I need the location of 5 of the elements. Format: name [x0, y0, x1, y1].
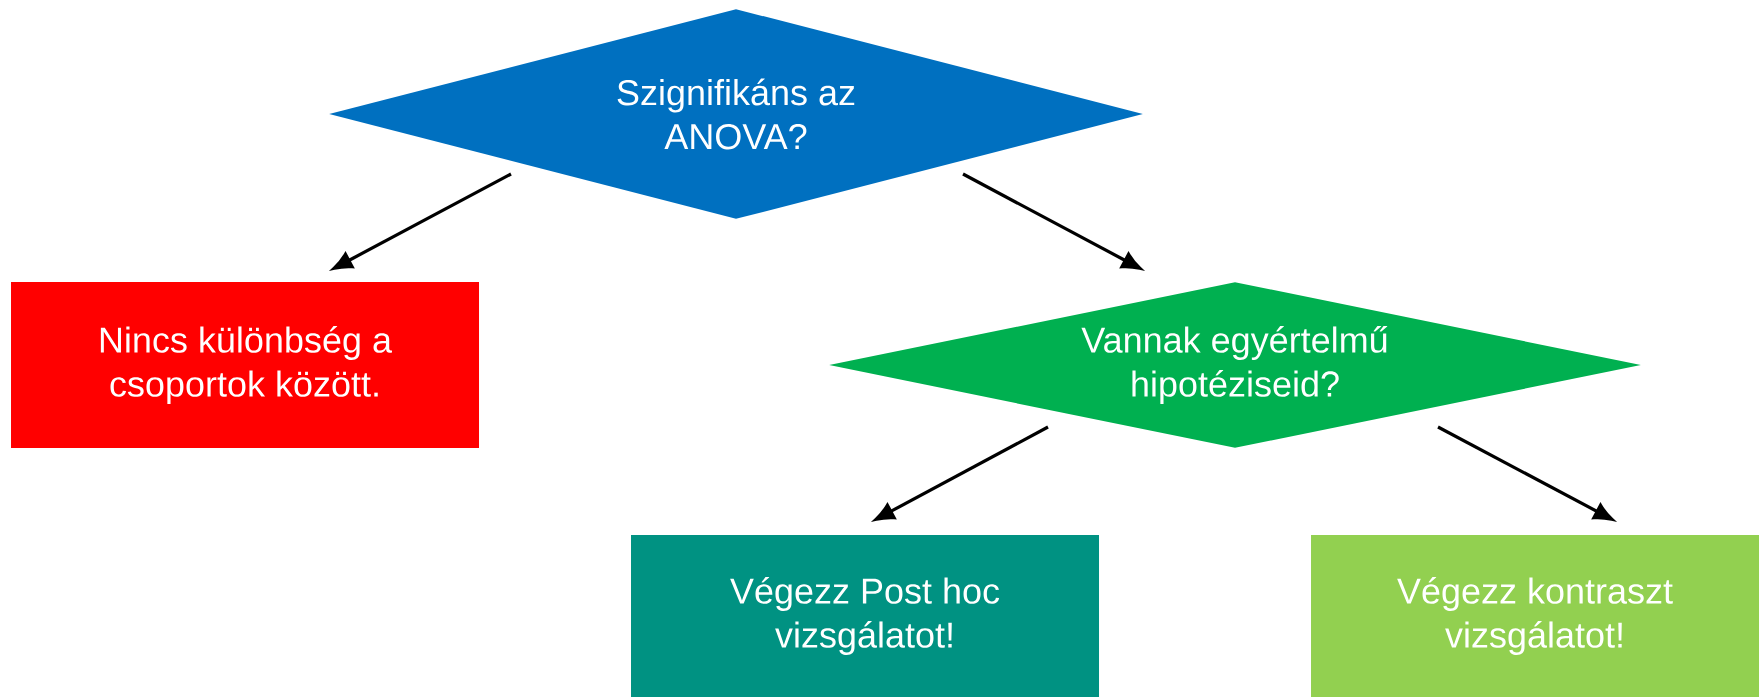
arrow [332, 172, 512, 270]
arrow [962, 172, 1142, 270]
process-box: Végezz Post hoc vizsgálatot! [631, 535, 1099, 697]
process-box: Végezz kontraszt vizsgálatot! [1311, 535, 1759, 697]
process-box: Nincs különbség a csoportok között. [11, 282, 479, 448]
